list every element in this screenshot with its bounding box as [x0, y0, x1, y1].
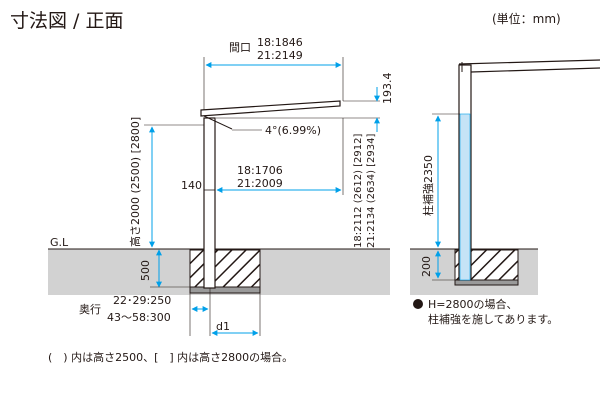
front-post: [203, 117, 216, 289]
footnote: ( ) 内は高さ2500、[ ] 内は高さ2800の場合。: [48, 350, 293, 364]
foundation-depth: 500: [139, 260, 152, 281]
opening-18: 18:1846: [257, 36, 303, 49]
reinforce-label: 柱補強2350: [421, 155, 435, 216]
side-view: 柱補強2350 200 H=2800の場合、 柱補強を施してあります。: [410, 59, 600, 326]
gl-label: G.L: [50, 236, 69, 249]
note-line2: 柱補強を施してあります。: [428, 312, 558, 326]
total-h-21: 21:2134 (2634) [2934]: [366, 133, 377, 248]
roof-beam: [200, 100, 341, 117]
total-h-18: 18:2112 (2612) [2912]: [353, 133, 364, 248]
span-21: 21:2009: [237, 177, 283, 190]
note-bullet: [413, 299, 423, 309]
note-line1: H=2800の場合、: [428, 297, 517, 311]
side-roof-top: [458, 59, 600, 65]
height-label: 高さ2000 (2500) [2800]: [128, 117, 142, 247]
foundation: [189, 249, 261, 288]
roof-thickness: 193.4: [381, 73, 394, 105]
post-offset: 140: [181, 179, 202, 192]
post-reinforcement: [459, 113, 471, 281]
unit-label: (単位：mm): [492, 12, 561, 26]
depth-label: 奥行: [79, 302, 101, 316]
side-foundation-depth: 200: [420, 256, 433, 277]
side-foundation-base: [454, 279, 519, 286]
opening-label: 間口: [229, 41, 251, 54]
foundation-base: [189, 286, 261, 294]
slope-label: 4°(6.99%): [265, 124, 321, 137]
front-view: G.L 間口 18:1846 21:2149 193.4 4°(6.99%) 高…: [48, 36, 394, 336]
roof-bracket: [203, 115, 233, 130]
header-title: 寸法図 / 正面: [10, 10, 124, 32]
d1-label: d1: [216, 320, 230, 333]
span-18: 18:1706: [237, 164, 283, 177]
depth-a: 22･29:250: [113, 294, 171, 307]
depth-b: 43〜58:300: [107, 311, 171, 324]
opening-21: 21:2149: [257, 49, 303, 62]
side-roof-bottom: [470, 67, 600, 73]
